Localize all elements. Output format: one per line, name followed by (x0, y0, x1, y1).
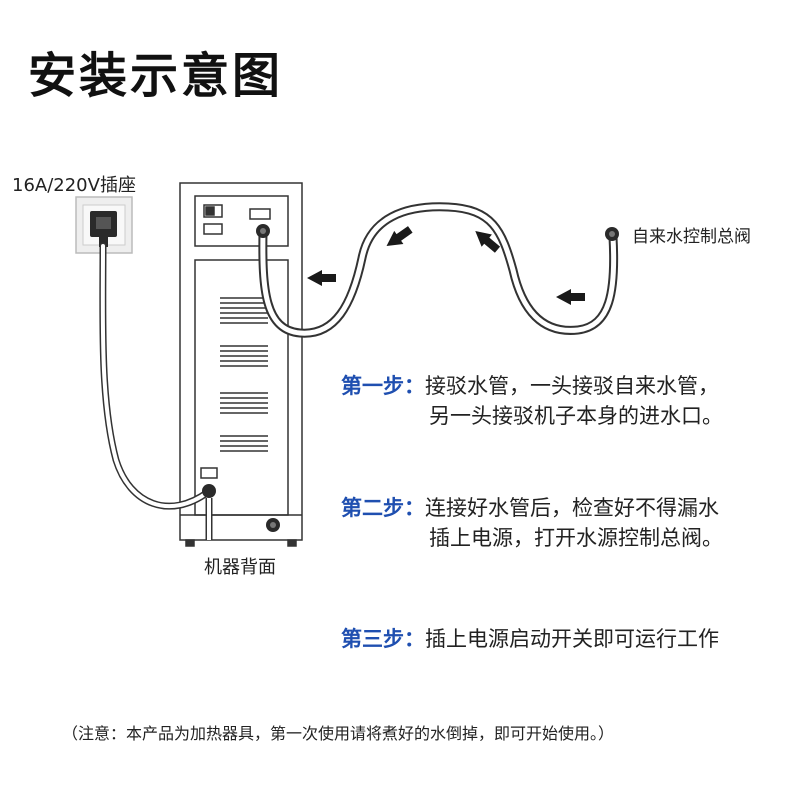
main-valve-label: 自来水控制总阀 (632, 227, 751, 247)
flow-arrow-icon (307, 226, 585, 305)
page-title: 安装示意图 (28, 48, 284, 104)
step-3-heading: 第三步： (341, 627, 425, 651)
machine-body (179, 182, 303, 547)
water-hose (258, 202, 619, 338)
step-1-heading: 第一步： (341, 374, 425, 398)
step-2-heading: 第二步： (341, 496, 425, 520)
vent-slot-icon (220, 297, 268, 452)
step-1: 第一步：接驳水管，一头接驳自来水管， 另一头接驳机子本身的进水口。 (341, 371, 723, 431)
socket-label: 16A/220V插座 (12, 175, 136, 196)
power-cord (99, 242, 212, 510)
machine-back-label: 机器背面 (204, 557, 276, 578)
step-2: 第二步：连接好水管后，检查好不得漏水 插上电源，打开水源控制总阀。 (341, 493, 723, 553)
water-inlet (256, 224, 270, 238)
step-3-line-1: 插上电源启动开关即可运行工作 (425, 627, 719, 651)
usage-note: （注意：本产品为加热器具，第一次使用请将煮好的水倒掉，即可开始使用。） (62, 724, 615, 743)
step-3: 第三步：插上电源启动开关即可运行工作 (341, 624, 719, 654)
step-2-line-1: 连接好水管后，检查好不得漏水 (425, 496, 719, 520)
power-inlet (202, 484, 280, 540)
plug-icon (90, 211, 117, 247)
water-valve-icon (605, 227, 619, 241)
step-1-line-1: 接驳水管，一头接驳自来水管， (425, 374, 719, 398)
step-1-line-2: 另一头接驳机子本身的进水口。 (429, 404, 723, 428)
step-2-line-2: 插上电源，打开水源控制总阀。 (429, 526, 723, 550)
